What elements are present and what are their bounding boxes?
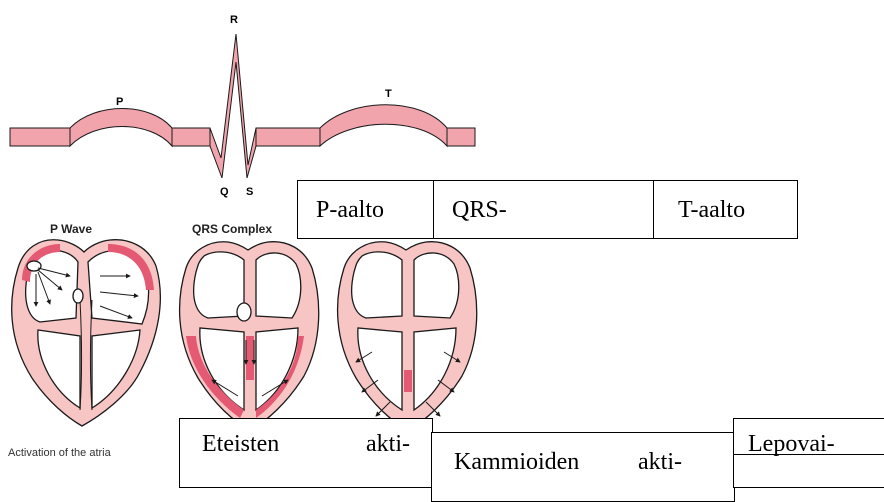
ecg-heart-diagram: P R T Q S P Wave QRS Complex	[0, 0, 884, 474]
cell-text-kammioiden-akti: akti-	[638, 449, 682, 476]
cell-text-kammioiden: Kammioiden	[454, 449, 579, 476]
table-cell-eteisten: Eteisten akti-	[179, 418, 433, 488]
qrs-septum-activation	[246, 336, 254, 380]
av-node	[73, 289, 83, 303]
lepovai-inner-rule	[733, 454, 884, 455]
heart-repolarization	[338, 242, 477, 430]
table-cell-lepovai: Lepovai-	[733, 418, 884, 488]
repol-septum-mark	[404, 370, 412, 392]
qrs-av-node	[237, 303, 251, 321]
cell-text-eteisten: Eteisten	[202, 431, 279, 458]
heart-qrs-right-atrium	[256, 253, 301, 318]
atria-caption: Activation of the atria	[8, 447, 111, 459]
table-cell-kammioiden: Kammioiden akti-	[431, 432, 735, 502]
heart-repol-right-atrium	[414, 253, 459, 318]
table-cell-qrs: QRS-	[433, 180, 655, 239]
cell-text-p-aalto: P-aalto	[316, 197, 384, 223]
heart-qrs-left-atrium	[194, 252, 244, 318]
table-cell-p-aalto: P-aalto	[297, 180, 435, 239]
heart-qrs	[180, 242, 319, 430]
heart-repol-left-atrium	[352, 252, 402, 318]
sa-node	[27, 261, 41, 271]
cell-text-eteisten-akti: akti-	[366, 431, 410, 458]
heart-atria	[12, 240, 161, 426]
cell-text-qrs: QRS-	[452, 197, 507, 223]
table-cell-t-aalto: T-aalto	[653, 180, 798, 239]
cell-text-t-aalto: T-aalto	[678, 197, 745, 223]
